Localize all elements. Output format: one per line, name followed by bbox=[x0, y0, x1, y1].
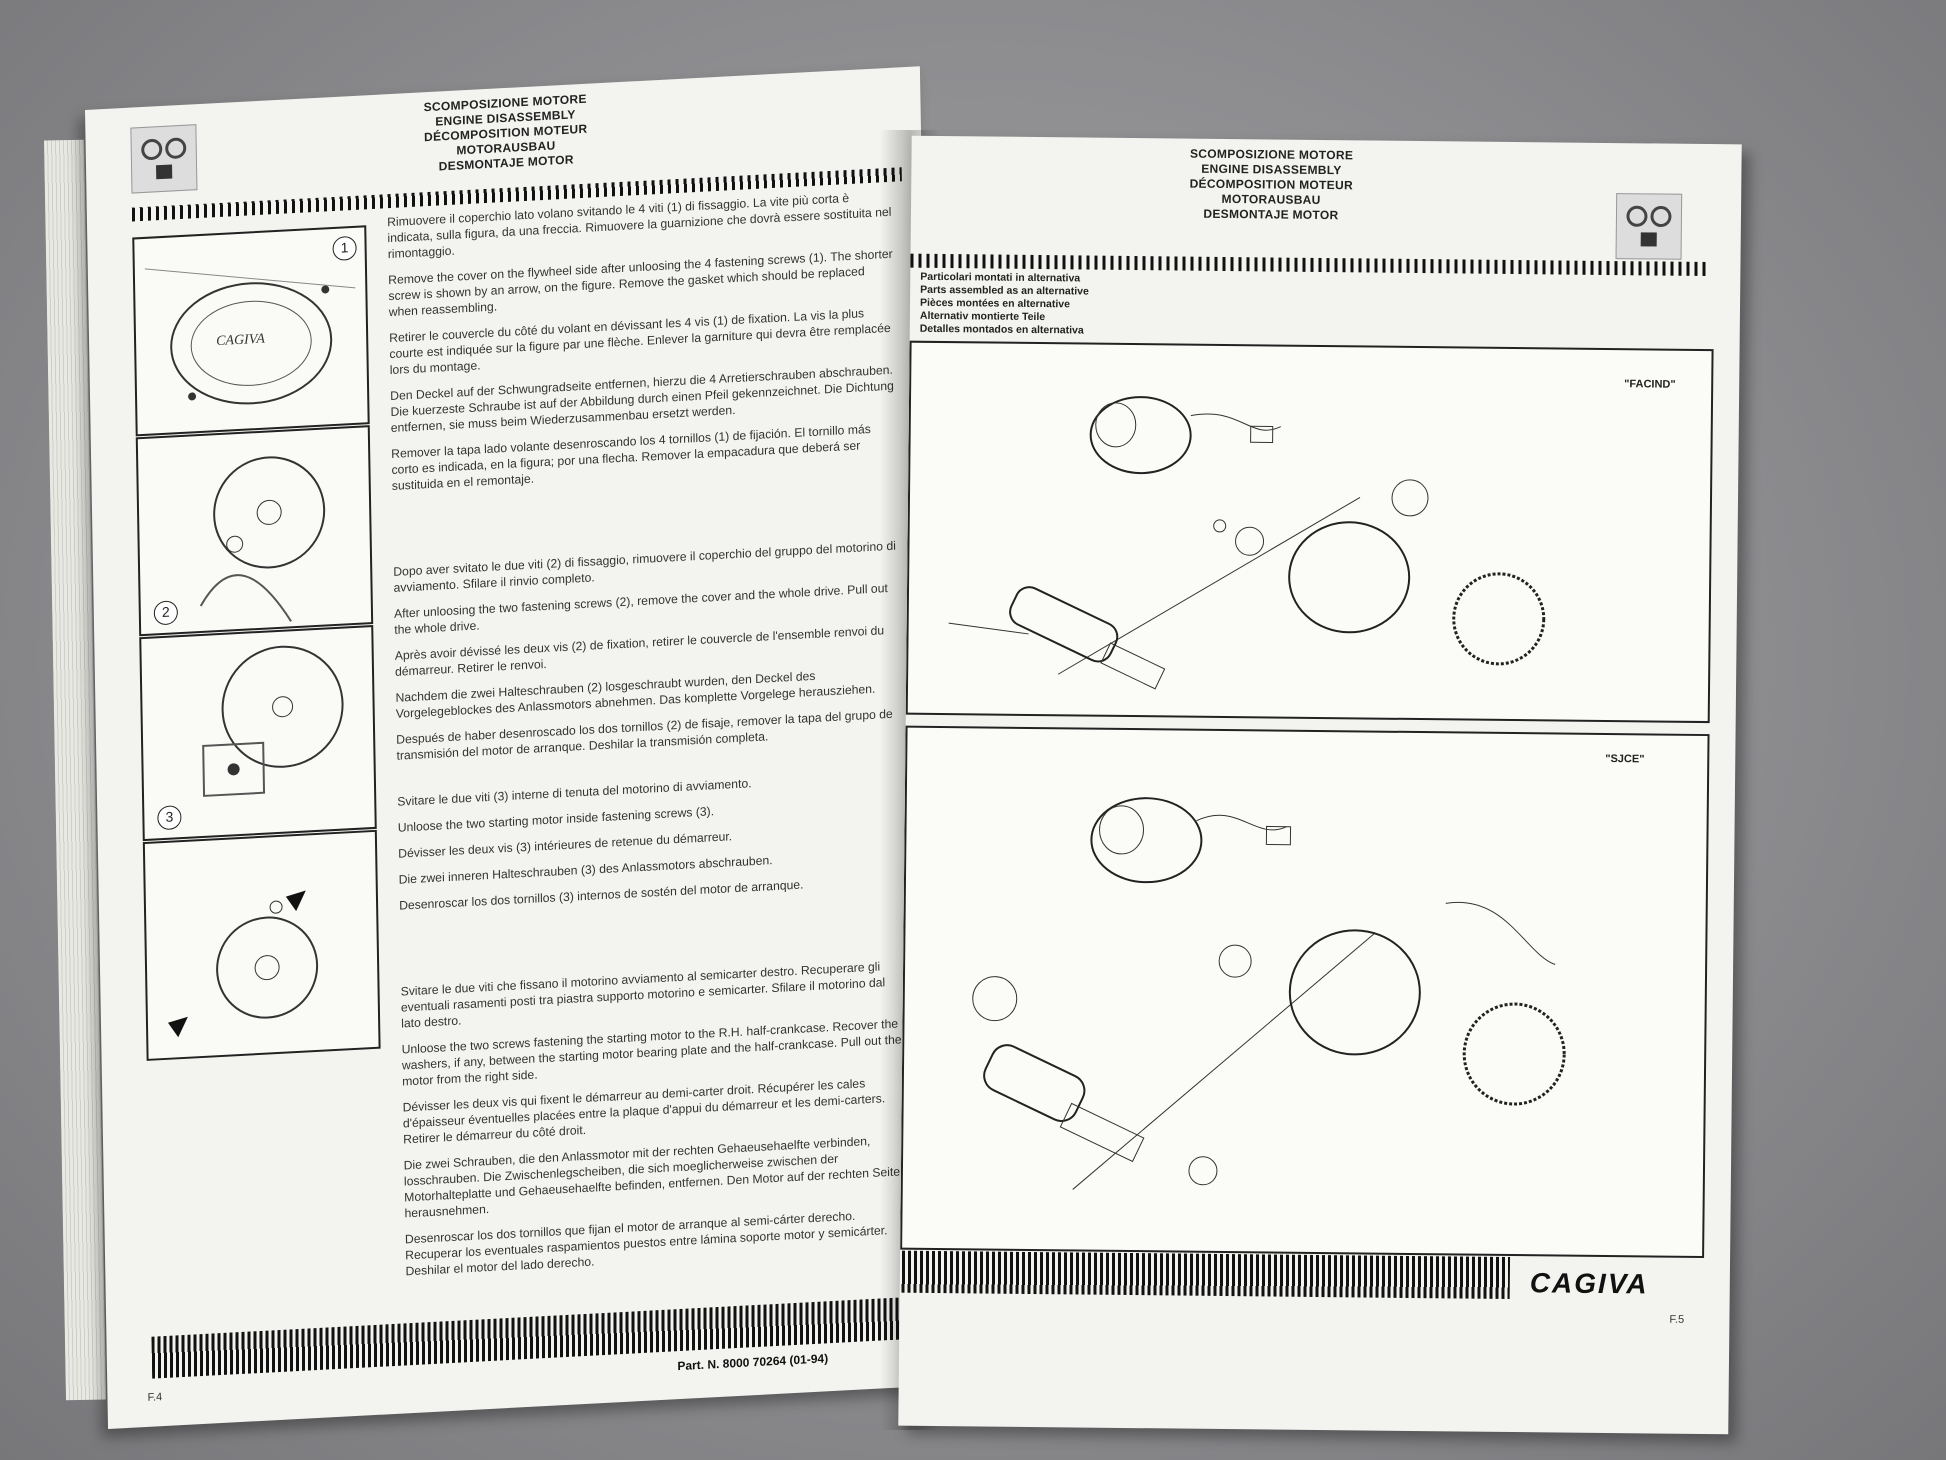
left-page: SCOMPOSIZIONE MOTORE ENGINE DISASSEMBLY … bbox=[85, 66, 943, 1429]
diagram-sjce bbox=[900, 725, 1710, 1259]
variant-label-sjce: "SJCE" bbox=[1605, 752, 1645, 766]
figure-3-starter-screws bbox=[139, 624, 377, 842]
step-3-text: Svitare le due viti (3) interne di tenut… bbox=[397, 776, 804, 913]
step-4-text: Svitare le due viti che fissano il motor… bbox=[400, 959, 902, 1279]
figure-4-starter-removal bbox=[142, 829, 381, 1061]
right-page: SCOMPOSIZIONE MOTORE ENGINE DISASSEMBLY … bbox=[898, 135, 1742, 1435]
right-page-number: F.5 bbox=[1669, 1313, 1685, 1326]
step-1-text: Rimuovere il coperchio lato volano svita… bbox=[387, 191, 894, 493]
svg-text:CAGIVA: CAGIVA bbox=[216, 332, 265, 350]
left-page-header: SCOMPOSIZIONE MOTORE ENGINE DISASSEMBLY … bbox=[423, 91, 588, 174]
variant-label-facind: "FACIND" bbox=[1624, 378, 1676, 391]
footer-barcode-strip bbox=[151, 1295, 933, 1379]
step-2-text: Dopo aver svitato le due viti (2) di fis… bbox=[393, 538, 896, 763]
right-page-header: SCOMPOSIZIONE MOTORE ENGINE DISASSEMBLY … bbox=[1189, 146, 1354, 223]
engine-section-icon-right bbox=[1615, 193, 1683, 260]
cagiva-logo: CAGIVA bbox=[1529, 1267, 1649, 1300]
figure-1-cover: CAGIVA bbox=[132, 225, 370, 437]
footer-barcode-strip-right bbox=[898, 1250, 1511, 1300]
alternative-parts-title: Particolari montati in alternativa Parts… bbox=[919, 270, 1089, 337]
diagram-facind bbox=[905, 340, 1714, 724]
engine-section-icon bbox=[130, 124, 198, 194]
figure-2-starter-drive bbox=[135, 425, 374, 637]
part-number: Part. N. 8000 70264 (01-94) bbox=[677, 1351, 829, 1374]
left-page-number: F.4 bbox=[147, 1391, 163, 1404]
